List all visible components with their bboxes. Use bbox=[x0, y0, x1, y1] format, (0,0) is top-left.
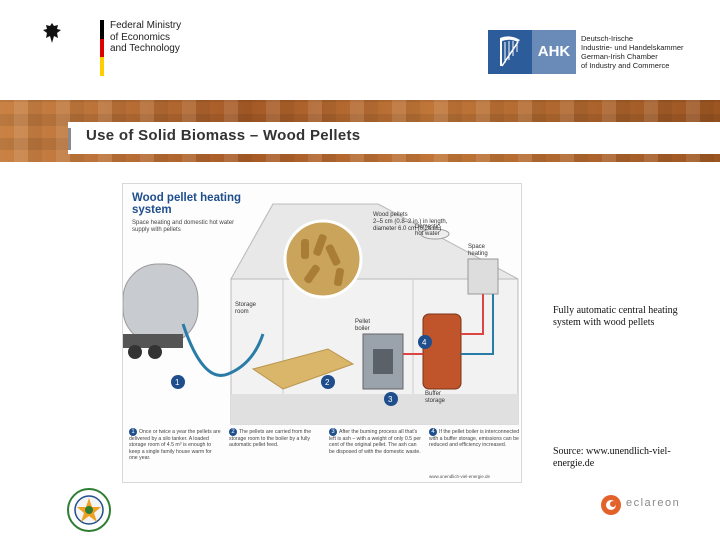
ahk-brand: AHK bbox=[532, 30, 576, 74]
label-buffer-storage: Buffer storage bbox=[425, 391, 446, 404]
diagram-source: www.unendlich-viel-energie.de bbox=[429, 474, 491, 479]
svg-text:1: 1 bbox=[175, 378, 180, 387]
label-hot-water: Domestic hot water bbox=[415, 224, 441, 237]
diagram-subtitle: Space heating and domestic hot water sup… bbox=[132, 220, 235, 233]
wood-pellet-diagram: 1 2 3 4 Wood pellet heating system Space… bbox=[122, 183, 522, 483]
svg-text:4: 4 bbox=[422, 338, 427, 347]
label-storage-room: Storage room bbox=[235, 302, 257, 315]
german-flag-stripe bbox=[100, 20, 104, 76]
svg-text:3: 3 bbox=[388, 395, 393, 404]
renewables-logo bbox=[67, 488, 111, 532]
ministry-name: Federal Ministry of Economics and Techno… bbox=[110, 20, 182, 54]
ahk-name: Deutsch-Irische Industrie- und Handelska… bbox=[581, 34, 684, 70]
ministry-logo: Federal Ministry of Economics and Techno… bbox=[36, 18, 196, 76]
label-wood-pellets: Wood pellets 2–5 cm (0.8–2 in.) in lengt… bbox=[373, 212, 448, 232]
eclareon-wordmark: eclareon bbox=[626, 497, 681, 509]
house-illustration: 1 2 3 4 bbox=[123, 203, 519, 425]
eagle-icon bbox=[43, 23, 61, 43]
harp-icon bbox=[488, 30, 532, 74]
title-banner: Use of Solid Biomass – Wood Pellets bbox=[0, 100, 720, 162]
eclareon-logo: eclareon bbox=[600, 490, 710, 520]
caption-text: Fully automatic central heating system w… bbox=[553, 305, 678, 328]
diagram-title: Wood pellet heating system bbox=[132, 192, 242, 216]
ahk-logo: AHK Deutsch-Irische Industrie- und Hande… bbox=[488, 30, 702, 74]
label-pellet-boiler: Pellet boiler bbox=[355, 319, 371, 332]
label-space-heating: Space heating bbox=[468, 244, 488, 257]
eclareon-mark-icon bbox=[601, 495, 621, 515]
svg-text:2: 2 bbox=[325, 378, 330, 387]
title-accent-bar bbox=[68, 128, 71, 150]
slide-title: Use of Solid Biomass – Wood Pellets bbox=[86, 127, 361, 144]
source-text: Source: www.unendlich-viel-energie.de bbox=[553, 446, 671, 469]
title-box: Use of Solid Biomass – Wood Pellets bbox=[68, 122, 720, 154]
